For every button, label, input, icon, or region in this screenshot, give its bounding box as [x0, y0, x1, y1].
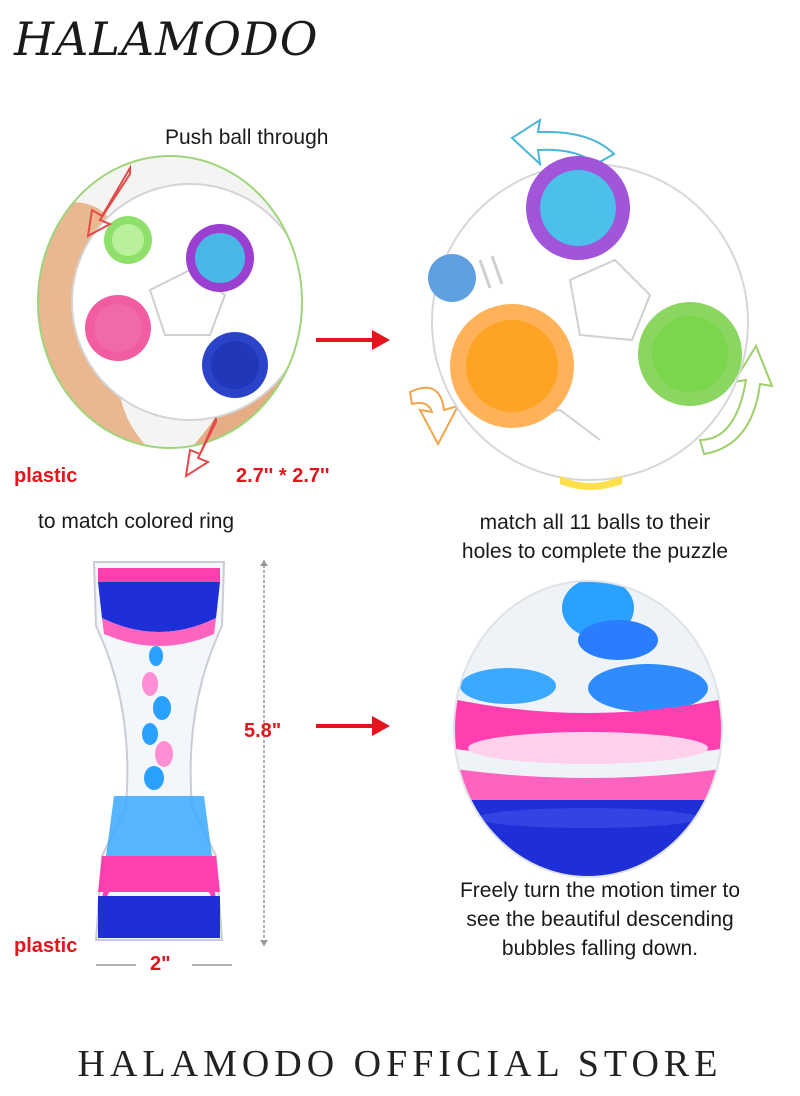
timer-caption-line-1: Freely turn the motion timer to — [459, 879, 741, 902]
timer-material-label: plastic — [14, 935, 78, 957]
timer-height-label: 5.8" — [244, 720, 282, 742]
ball-size-label: 2.7'' * 2.7'' — [236, 465, 330, 487]
ball-in-hand-image — [37, 155, 303, 479]
material-label: plastic — [14, 465, 78, 487]
timer-width-label: 2" — [150, 953, 171, 975]
store-name: HALAMODO OFFICIAL STORE — [77, 1043, 723, 1085]
timer-caption: Freely turn the motion timer to see the … — [404, 876, 796, 963]
rainbow-ball-image — [408, 117, 774, 490]
puzzle-caption: match all 11 balls to their holes to com… — [400, 508, 790, 566]
timer-caption-line-2: see the beautiful descending — [466, 908, 734, 931]
red-arrow-icon — [316, 716, 390, 736]
width-dimension-line — [96, 964, 232, 966]
height-dimension-line — [260, 560, 268, 946]
puzzle-caption-line-1: match all 11 balls to their — [479, 511, 711, 534]
brand-logo: HALAMODO — [14, 12, 319, 66]
red-arrow-icon — [316, 330, 390, 350]
timer-closeup-image — [453, 580, 723, 878]
push-ball-caption: Push ball through — [165, 126, 329, 149]
match-ring-caption: to match colored ring — [38, 510, 235, 533]
timer-caption-line-3: bubbles falling down. — [501, 937, 699, 960]
puzzle-caption-line-2: holes to complete the puzzle — [461, 540, 729, 563]
liquid-timer-image — [92, 561, 226, 941]
